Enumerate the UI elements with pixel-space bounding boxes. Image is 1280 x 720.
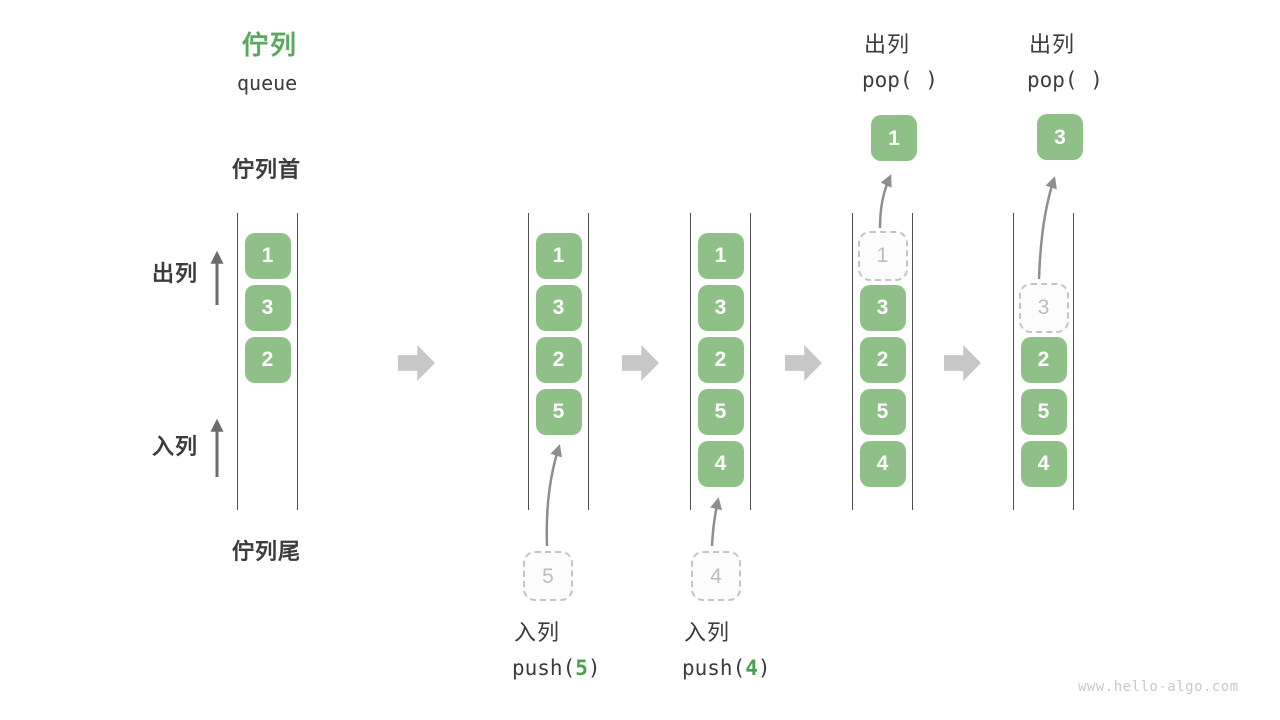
queue-column-push4: 1 3 2 5 4 [690,213,751,510]
queue-cell-dashed: 3 [1018,283,1069,333]
queue-cell: 1 [244,233,291,279]
op-code: pop( ) [1027,68,1103,92]
queue-cell: 1 [535,233,582,279]
queue-front-label: 佇列首 [232,157,302,182]
op-code-close: ) [757,656,771,680]
queue-cell: 3 [244,285,291,331]
queue-cell: 2 [859,337,906,383]
op-action-label: 出列 [864,32,911,57]
popped-cell: 3 [1037,114,1083,160]
queue-cell: 4 [1020,441,1067,487]
op-code: push(4) [682,658,771,679]
queue-column-pop3: 3 2 5 4 [1013,213,1074,510]
right-block-arrow-icon [785,345,822,381]
op-action-label: 入列 [684,620,731,645]
op-code: pop( ) [862,68,938,92]
popped-cell: 1 [871,115,917,161]
enqueue-label: 入列 [152,434,199,459]
queue-cell: 5 [859,389,906,435]
op-code-fn: push( [512,656,576,680]
queue-cell: 2 [244,337,291,383]
queue-cell: 1 [697,233,744,279]
page-subtitle: queue [237,71,298,95]
op-code-arg: 4 [745,656,758,680]
staged-cell: 5 [523,551,573,601]
queue-cell: 2 [535,337,582,383]
op-code: push(5) [512,658,601,679]
queue-rear-label: 佇列尾 [232,539,302,564]
op-code-close: ) [587,656,601,680]
queue-cell: 5 [1020,389,1067,435]
right-block-arrow-icon [622,345,659,381]
dequeue-label: 出列 [152,261,199,286]
queue-cell: 2 [697,337,744,383]
queue-column-initial: 1 3 2 [237,213,298,510]
queue-column-push5: 1 3 2 5 [528,213,589,510]
queue-cell: 3 [859,285,906,331]
queue-cell-dashed: 1 [857,231,908,281]
right-block-arrow-icon [398,345,435,381]
op-action-label: 出列 [1029,32,1076,57]
queue-cell: 2 [1020,337,1067,383]
queue-cell: 5 [697,389,744,435]
staged-cell: 4 [691,551,741,601]
queue-cell: 4 [859,441,906,487]
queue-column-pop1: 1 3 2 5 4 [852,213,913,510]
queue-cell: 5 [535,389,582,435]
op-code-arg: 5 [575,656,588,680]
op-action-label: 入列 [514,620,561,645]
op-code-fn: push( [682,656,746,680]
queue-cell: 3 [535,285,582,331]
queue-cell: 3 [697,285,744,331]
queue-cell: 4 [697,441,744,487]
watermark: www.hello-algo.com [1078,679,1239,695]
page-title: 佇列 [242,30,299,60]
right-block-arrow-icon [944,345,981,381]
